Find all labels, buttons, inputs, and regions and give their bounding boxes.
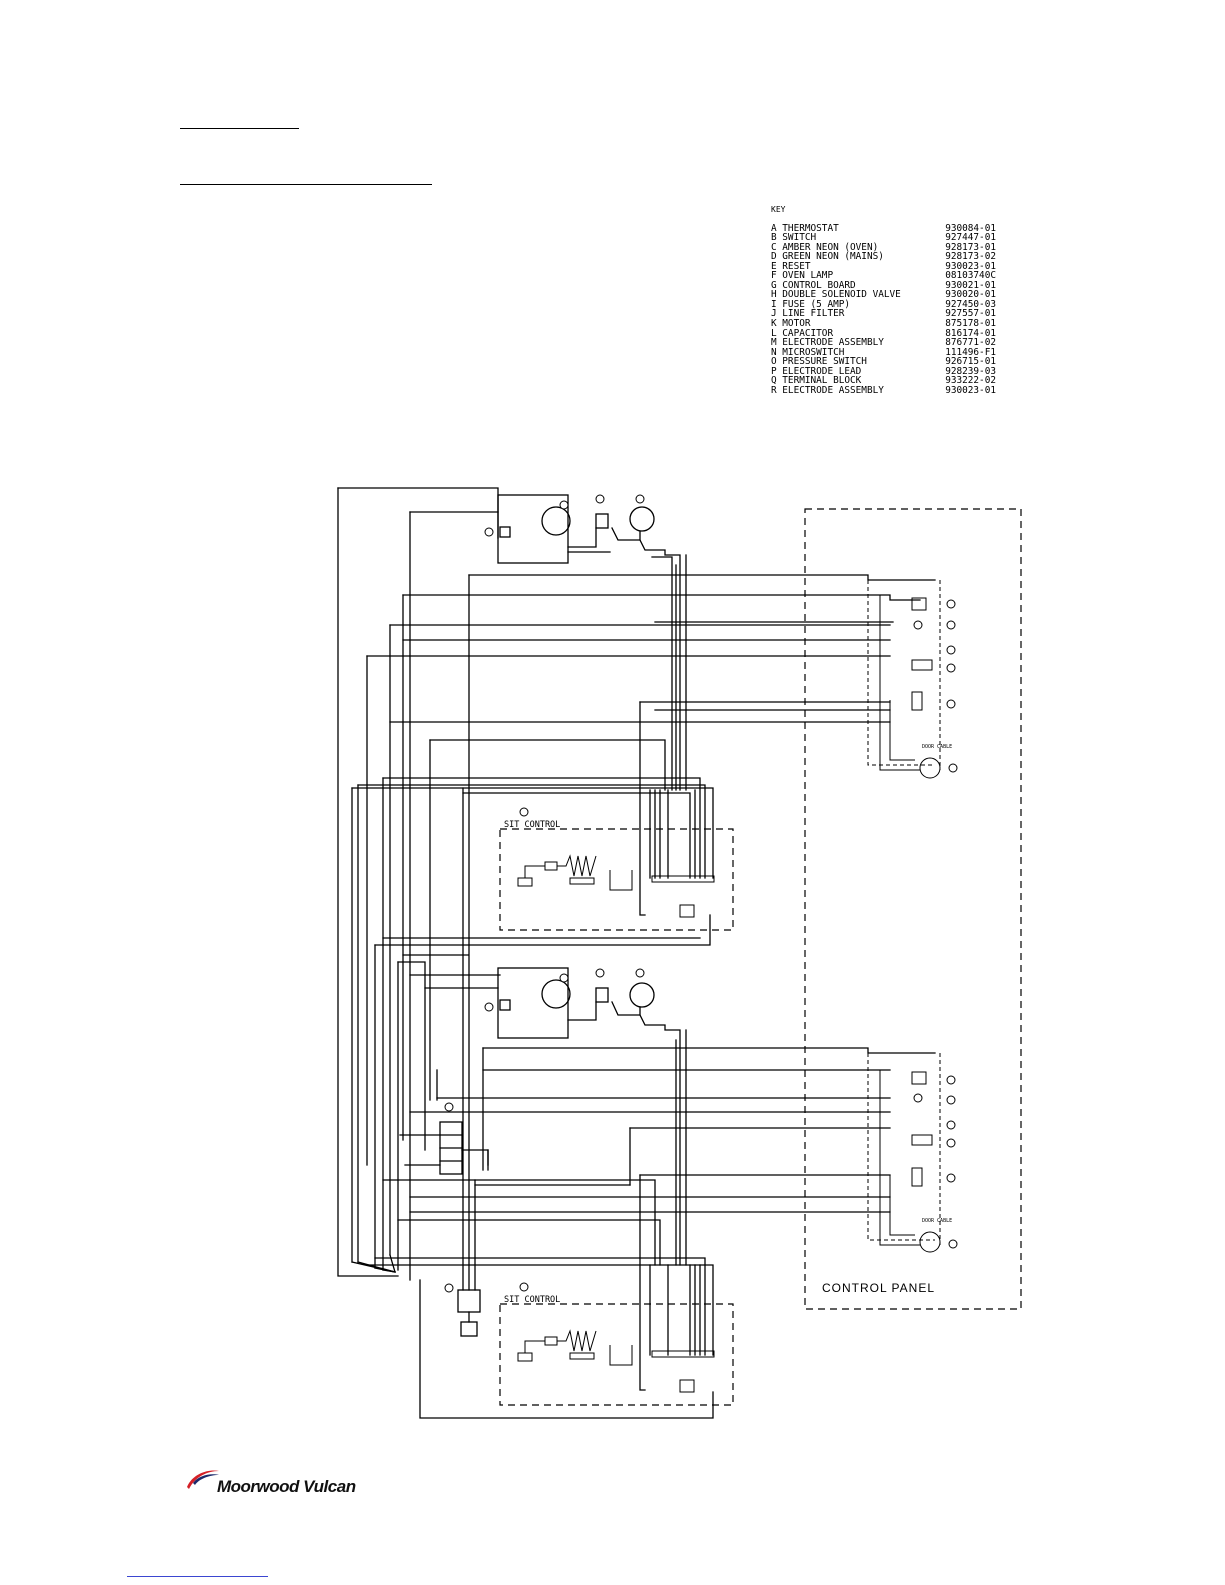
- sit-control-label-bottom: SIT CONTROL: [504, 1295, 560, 1305]
- key-item-label: P ELECTRODE LEAD: [771, 365, 862, 377]
- key-item-part: 927447-01: [945, 232, 996, 244]
- key-item-label: H DOUBLE SOLENOID VALVE: [771, 289, 901, 301]
- logo-text: Moorwood Vulcan: [217, 1477, 356, 1496]
- key-item-label: O PRESSURE SWITCH: [771, 356, 867, 368]
- key-item: C AMBER NEON (OVEN) 928173-01: [771, 243, 996, 253]
- key-item-part: 930020-01: [945, 289, 996, 301]
- key-item: J LINE FILTER 927557-01: [771, 309, 996, 319]
- key-item: Q TERMINAL BLOCK 933222-02: [771, 376, 996, 386]
- key-item-part: 816174-01: [945, 327, 996, 339]
- key-item-part: 930023-01: [945, 384, 996, 396]
- key-item-label: A THERMOSTAT: [771, 222, 839, 234]
- key-item-label: E RESET: [771, 260, 811, 272]
- key-item-part: 928173-01: [945, 241, 996, 253]
- key-item: M ELECTRODE ASSEMBLY 876771-02: [771, 338, 996, 348]
- key-item: F OVEN LAMP 08103740C: [771, 271, 996, 281]
- company-logo: Moorwood Vulcan: [183, 1463, 383, 1508]
- subheading-underline: [180, 184, 432, 185]
- key-item-part: 875178-01: [945, 318, 996, 330]
- key-item-part: 930084-01: [945, 222, 996, 234]
- key-item: A THERMOSTAT 930084-01: [771, 222, 996, 234]
- heading-underline: [180, 128, 299, 129]
- key-item: R ELECTRODE ASSEMBLY 930023-01: [771, 386, 996, 396]
- key-item-label: L CAPACITOR: [771, 327, 834, 339]
- key-item-part: 933222-02: [945, 375, 996, 387]
- key-item: N MICROSWITCH 111496-F1: [771, 348, 996, 358]
- key-item: I FUSE (5 AMP) 927450-03: [771, 300, 996, 310]
- key-item: E RESET 930023-01: [771, 262, 996, 272]
- key-item: H DOUBLE SOLENOID VALVE 930020-01: [771, 290, 996, 300]
- key-item-label: B SWITCH: [771, 232, 817, 244]
- footer-link-line: [127, 1576, 268, 1577]
- key-item-part: 930021-01: [945, 279, 996, 291]
- key-item-label: J LINE FILTER: [771, 308, 845, 320]
- key-item: P ELECTRODE LEAD 928239-03: [771, 367, 996, 377]
- key-item-label: K MOTOR: [771, 318, 811, 330]
- key-item: K MOTOR 875178-01: [771, 319, 996, 329]
- key-item-part: 111496-F1: [945, 346, 996, 358]
- key-item-label: I FUSE (5 AMP): [771, 298, 851, 310]
- key-item-label: Q TERMINAL BLOCK: [771, 375, 862, 387]
- door-cable-label-top: DOOR CABLE: [922, 744, 952, 750]
- key-item-part: 928239-03: [945, 365, 996, 377]
- key-item: B SWITCH 927447-01: [771, 233, 996, 243]
- key-item-part: 927450-03: [945, 298, 996, 310]
- key-item-label: N MICROSWITCH: [771, 346, 845, 358]
- key-item-label: R ELECTRODE ASSEMBLY: [771, 384, 884, 396]
- key-item-label: M ELECTRODE ASSEMBLY: [771, 337, 884, 349]
- key-item-label: D GREEN NEON (MAINS): [771, 251, 884, 263]
- key-item-part: 928173-02: [945, 251, 996, 263]
- key-item-part: 927557-01: [945, 308, 996, 320]
- key-item: D GREEN NEON (MAINS) 928173-02: [771, 252, 996, 262]
- key-item-part: 930023-01: [945, 260, 996, 272]
- key-title: KEY: [771, 205, 786, 214]
- key-item: O PRESSURE SWITCH 926715-01: [771, 357, 996, 367]
- key-item: L CAPACITOR 816174-01: [771, 329, 996, 339]
- parts-key: KEY A THERMOSTAT 930084-01 B SWITCH 927447-…: [771, 205, 996, 395]
- control-panel-label: CONTROL PANEL: [822, 1281, 935, 1295]
- key-item: G CONTROL BOARD 930021-01: [771, 281, 996, 291]
- key-item-part: 876771-02: [945, 337, 996, 349]
- key-item-label: C AMBER NEON (OVEN): [771, 241, 879, 253]
- key-item-label: F OVEN LAMP: [771, 270, 834, 282]
- key-item-label: G CONTROL BOARD: [771, 279, 856, 291]
- key-item-part: 08103740C: [945, 270, 996, 282]
- door-cable-label-bottom: DOOR CABLE: [922, 1218, 952, 1224]
- logo-swoosh-icon: [187, 1470, 219, 1489]
- sit-control-label-top: SIT CONTROL: [504, 820, 560, 830]
- key-item-part: 926715-01: [945, 356, 996, 368]
